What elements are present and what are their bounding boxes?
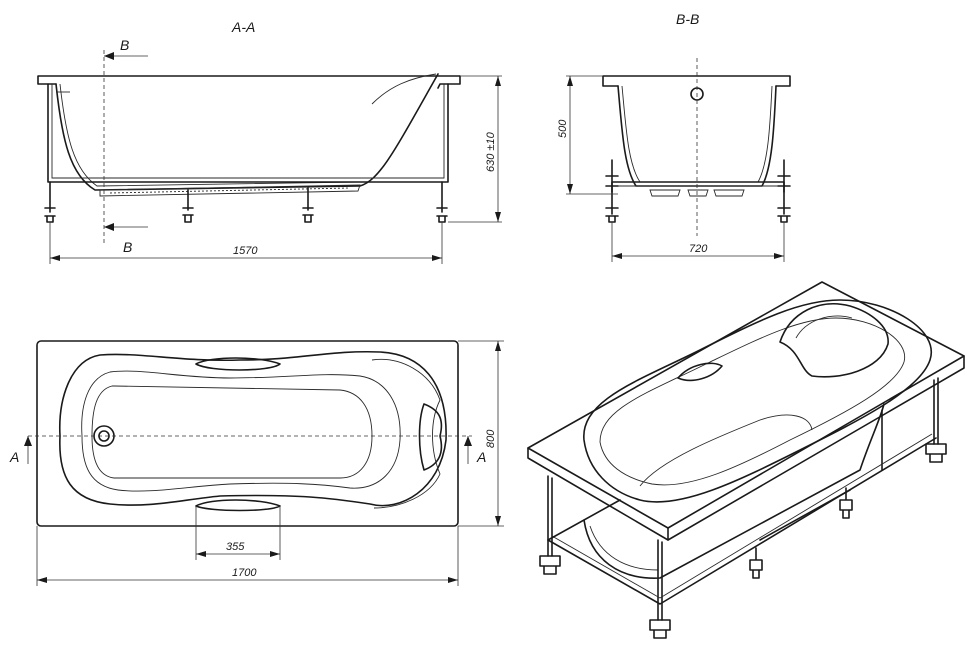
dimension-length-frame: 1570 bbox=[233, 245, 258, 257]
section-a-marker-left: A bbox=[9, 449, 19, 465]
section-b-marker-top: B bbox=[120, 37, 129, 53]
dimension-width-total: 800 bbox=[485, 429, 497, 448]
iso-frame bbox=[539, 377, 947, 639]
section-a-marker-right: A bbox=[476, 449, 486, 465]
plan-view: A A 355 1700 800 bbox=[9, 340, 504, 586]
dimension-handle-width: 355 bbox=[226, 541, 245, 553]
headrest bbox=[418, 403, 443, 471]
dimension-height-b: 500 bbox=[557, 119, 569, 138]
section-b-view: B-B 500 720 bbox=[557, 11, 791, 262]
section-b-title: B-B bbox=[676, 11, 699, 27]
plan-outline bbox=[36, 340, 459, 527]
iso-rim bbox=[527, 281, 965, 529]
dimension-height-total: 630 ±10 bbox=[485, 131, 497, 172]
handle-bottom bbox=[195, 499, 281, 512]
section-a-view: A-A B B 1570 bbox=[37, 19, 502, 264]
handle-top bbox=[195, 357, 281, 371]
dimension-length-total: 1700 bbox=[232, 567, 257, 579]
legs-section-a bbox=[44, 181, 448, 223]
dimension-width-b: 720 bbox=[689, 243, 708, 255]
section-a-title: A-A bbox=[231, 19, 255, 35]
legs-section-b bbox=[605, 159, 791, 223]
iso-headrest bbox=[779, 302, 889, 378]
isometric-view bbox=[527, 281, 965, 639]
section-b-marker-bottom: B bbox=[123, 239, 132, 255]
iso-handle bbox=[677, 362, 723, 382]
